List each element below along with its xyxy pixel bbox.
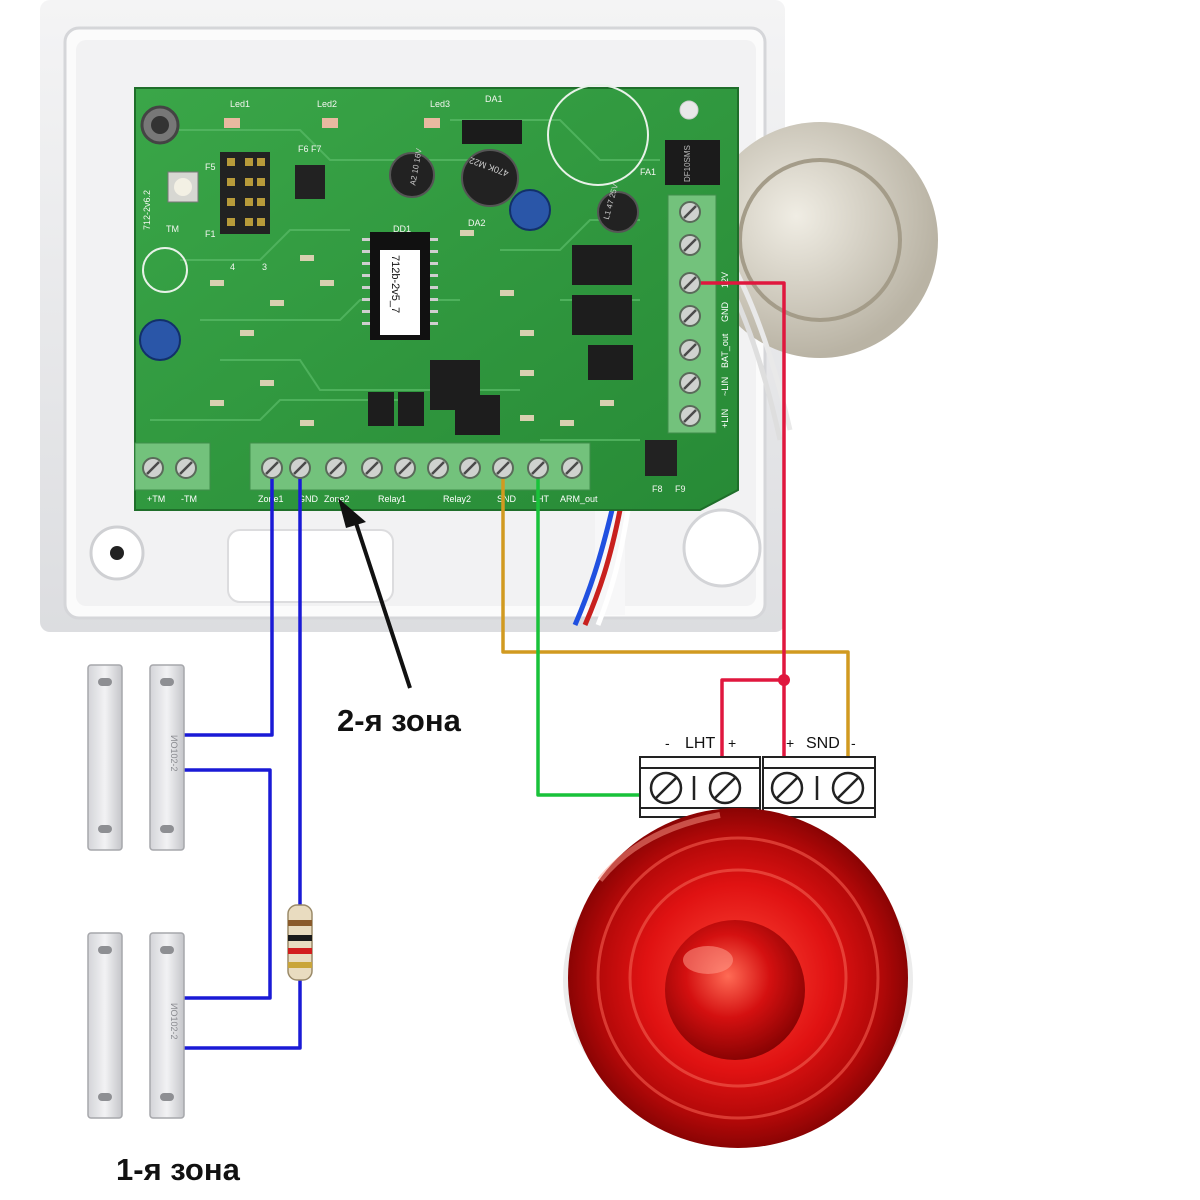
siren-plus-wire — [690, 281, 786, 783]
terminal-label-relay1: Relay1 — [378, 494, 406, 504]
lht-plus-wire — [720, 678, 784, 783]
terminal-screw — [427, 457, 449, 479]
lht-minus-wire — [536, 468, 664, 797]
wires — [183, 281, 850, 1050]
bridge-marking: DF10SMS — [683, 145, 692, 182]
terminal-screw — [492, 457, 514, 479]
magnetic-contact-part — [87, 932, 123, 1119]
terminal-screw — [679, 201, 701, 223]
led2-label: Led2 — [317, 99, 337, 109]
gnd-wire-to-sensor2 — [183, 980, 302, 1050]
terminal-label-12v: 12V — [720, 272, 730, 288]
terminal-screw — [361, 457, 383, 479]
f8-label: F8 — [652, 484, 663, 494]
lht-minus-mark: - — [665, 735, 670, 751]
led3-label: Led3 — [430, 99, 450, 109]
terminal-screw — [261, 457, 283, 479]
fa1-label: FA1 — [640, 167, 656, 177]
zone2-pointer-arrow — [338, 498, 412, 689]
magnetic-contact-part: ИО102-2 — [149, 664, 185, 851]
pcb-board: Led1 Led2 Led3 DA1 DA2 DD1 FA1 F5 F1 F6 … — [134, 84, 739, 511]
zone1-caption: 1-я зона — [116, 1152, 240, 1187]
terminal-label-lin: ~LIN — [720, 377, 730, 396]
sensor-model-label: ИО102-2 — [169, 735, 179, 772]
f6f7-label: F6 F7 — [298, 144, 322, 154]
terminal-label-plus-tm: +TM — [147, 494, 165, 504]
terminal-label-gnd-side: GND — [720, 302, 730, 323]
snd-minus-wire — [501, 468, 850, 783]
da2-label: DA2 — [468, 218, 486, 228]
end-of-line-resistor — [287, 904, 313, 981]
terminal-label-arm-out: ARM_out — [560, 494, 598, 504]
dd1-label: DD1 — [393, 224, 411, 234]
f5-label: F5 — [205, 162, 216, 172]
snd-terminal-block: + SND - — [762, 735, 876, 818]
wire-junction-dot — [778, 674, 790, 686]
siren-strobe — [563, 808, 913, 1148]
board-id-label: 712-2v6.2 — [142, 190, 152, 230]
terminal-screw — [289, 457, 311, 479]
terminal-label-zone2: Zone2 — [324, 494, 350, 504]
snd-block-label: SND — [806, 735, 840, 752]
mounting-hole — [682, 508, 762, 588]
sensor-model-label: ИО102-2 — [169, 1003, 179, 1040]
terminal-screw — [142, 457, 164, 479]
jumper-4-label: 4 — [230, 262, 235, 272]
terminal-label-gnd: GND — [298, 494, 319, 504]
side-terminal-screws — [679, 201, 701, 427]
terminal-screw — [459, 457, 481, 479]
lht-plus-mark: + — [728, 735, 736, 751]
cable-bundle — [572, 509, 631, 626]
f9-label: F9 — [675, 484, 686, 494]
lht-block-label: LHT — [685, 735, 715, 752]
terminal-screw — [561, 457, 583, 479]
chip-marking: 712b-2v5_7 — [389, 255, 401, 313]
tm-label: TM — [166, 224, 179, 234]
terminal-screw — [679, 339, 701, 361]
terminal-screw — [527, 457, 549, 479]
magnetic-contact-part: ИО102-2 — [149, 932, 185, 1119]
f1-label: F1 — [205, 229, 216, 239]
terminal-label-snd: SND — [497, 494, 517, 504]
terminal-screw — [679, 234, 701, 256]
terminal-label-lht: LHT — [532, 494, 550, 504]
terminal-label-minus-tm: -TM — [181, 494, 197, 504]
terminal-screw — [679, 372, 701, 394]
terminal-label-plus-lin: +LIN — [720, 409, 730, 428]
terminal-screw — [679, 405, 701, 427]
terminal-screw — [325, 457, 347, 479]
snd-plus-mark: + — [786, 735, 794, 751]
snd-minus-mark: - — [851, 735, 856, 751]
magnetic-contact-part — [87, 664, 123, 851]
zone2-caption: 2-я зона — [337, 703, 461, 738]
terminal-screw — [394, 457, 416, 479]
terminal-screw — [175, 457, 197, 479]
da1-label: DA1 — [485, 94, 503, 104]
jumper-3-label: 3 — [262, 262, 267, 272]
terminal-screw — [679, 305, 701, 327]
sensor-loop-wire — [183, 768, 272, 1000]
zone1-wire — [183, 468, 274, 737]
terminal-screw — [679, 272, 701, 294]
led1-label: Led1 — [230, 99, 250, 109]
terminal-label-bat-out: BAT_out — [720, 333, 730, 368]
bottom-terminal-screws — [142, 457, 583, 479]
terminal-label-relay2: Relay2 — [443, 494, 471, 504]
lht-terminal-block: - LHT + — [639, 735, 761, 818]
